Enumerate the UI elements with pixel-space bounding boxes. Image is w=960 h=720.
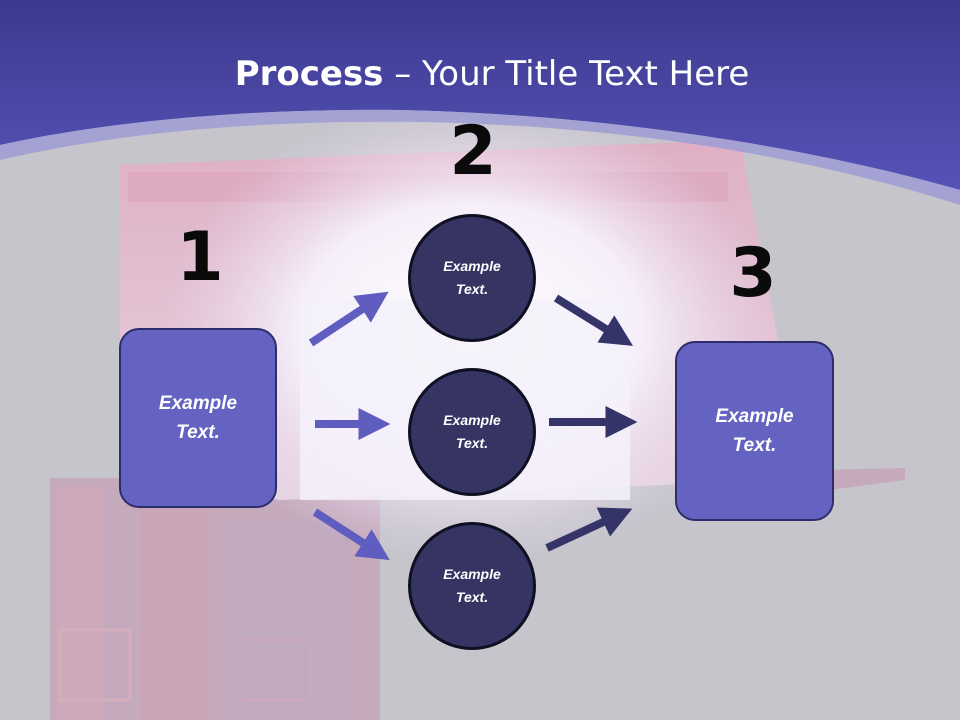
- process-circle-top: Example Text.: [408, 214, 536, 342]
- title-bold: Process: [234, 54, 384, 94]
- process-box-end: Example Text.: [675, 341, 834, 521]
- process-circle-middle: Example Text.: [408, 368, 536, 496]
- process-box-start: Example Text.: [119, 328, 277, 508]
- process-circle-bottom: Example Text.: [408, 522, 536, 650]
- process-circle-middle-text: Example Text.: [443, 412, 501, 451]
- title-rest: – Your Title Text Here: [383, 54, 750, 94]
- process-box-end-text: Example Text.: [715, 406, 794, 456]
- step-number-2: 2: [449, 112, 497, 191]
- process-circle-bottom-text: Example Text.: [443, 566, 501, 605]
- slide-title: Process – Your Title Text Here: [0, 52, 960, 96]
- step-number-3: 3: [729, 234, 777, 313]
- step-number-1: 1: [176, 218, 224, 297]
- process-circle-top-text: Example Text.: [443, 258, 501, 297]
- process-box-start-text: Example Text.: [158, 393, 238, 443]
